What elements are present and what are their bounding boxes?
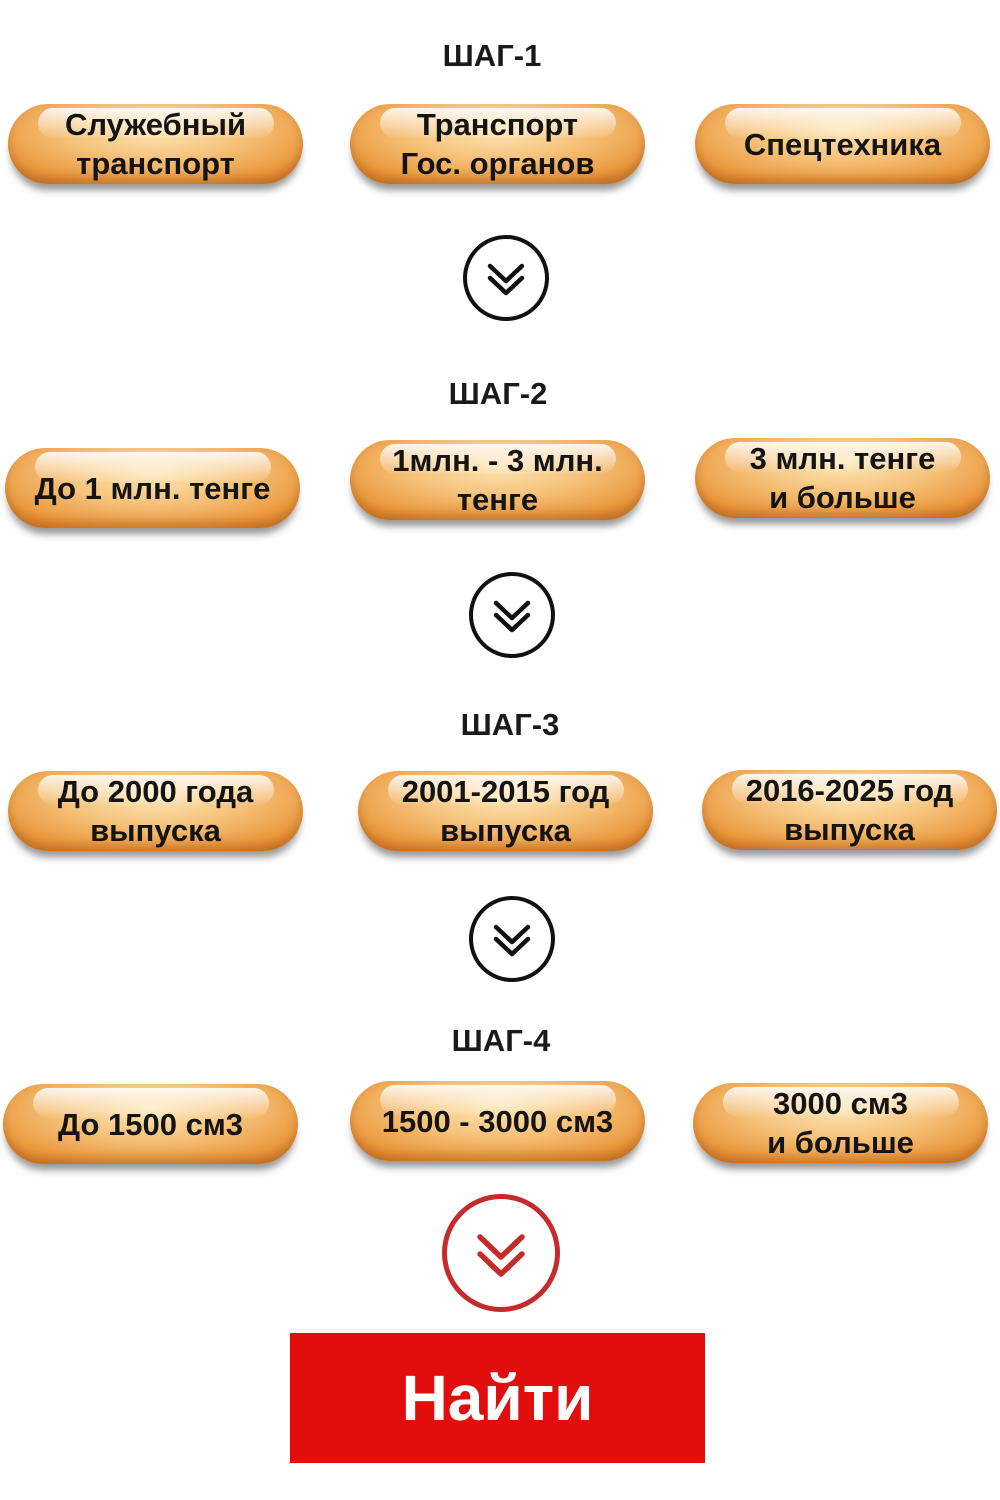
option-label: 3000 см3 и больше <box>767 1086 914 1160</box>
option-label: Служебный транспорт <box>64 107 247 181</box>
option-label: 1млн. - 3 млн. тенге <box>392 443 603 517</box>
step-4-title: ШАГ-4 <box>451 1023 551 1058</box>
step-3-title: ШАГ-3 <box>460 707 560 742</box>
step-4-option-2[interactable]: 1500 - 3000 см3 <box>350 1081 645 1161</box>
option-label: До 1 млн. тенге <box>34 470 271 506</box>
option-label: 2001-2015 год выпуска <box>401 774 610 848</box>
option-label: Транспорт Гос. органов <box>400 107 595 181</box>
step-3-option-1[interactable]: До 2000 года выпуска <box>8 771 303 851</box>
double-chevron-down-icon <box>442 1194 560 1312</box>
double-chevron-down-icon <box>469 572 555 658</box>
step-1-option-3[interactable]: Спецтехника <box>695 104 990 184</box>
double-chevron-down-icon <box>463 235 549 321</box>
step-1-option-1[interactable]: Служебный транспорт <box>8 104 303 184</box>
search-button[interactable]: Найти <box>290 1333 705 1463</box>
step-4-option-3[interactable]: 3000 см3 и больше <box>693 1083 988 1163</box>
step-2-option-2[interactable]: 1млн. - 3 млн. тенге <box>350 440 645 520</box>
step-2-option-3[interactable]: 3 млн. тенге и больше <box>695 438 990 518</box>
option-label: 2016-2025 год выпуска <box>745 773 954 847</box>
double-chevron-down-icon <box>469 896 555 982</box>
step-2-option-1[interactable]: До 1 млн. тенге <box>5 448 300 528</box>
step-1-title: ШАГ-1 <box>442 38 542 73</box>
option-label: 3 млн. тенге и больше <box>749 441 936 515</box>
option-label: До 1500 см3 <box>57 1106 243 1142</box>
option-label: Спецтехника <box>743 126 942 162</box>
step-2-title: ШАГ-2 <box>448 376 548 411</box>
step-1-option-2[interactable]: Транспорт Гос. органов <box>350 104 645 184</box>
step-4-option-1[interactable]: До 1500 см3 <box>3 1084 298 1164</box>
step-3-option-2[interactable]: 2001-2015 год выпуска <box>358 771 653 851</box>
step-3-option-3[interactable]: 2016-2025 год выпуска <box>702 770 997 850</box>
option-label: До 2000 года выпуска <box>57 774 254 848</box>
option-label: 1500 - 3000 см3 <box>381 1103 614 1139</box>
